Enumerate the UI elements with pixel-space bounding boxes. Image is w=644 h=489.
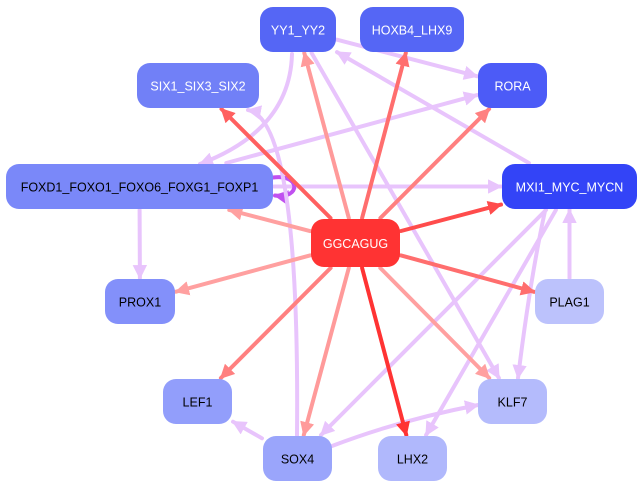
node-klf7[interactable]: KLF7 <box>478 379 547 424</box>
edge-ggcagug-to-six1_six3_six2 <box>219 107 333 220</box>
node-label: YY1_YY2 <box>271 24 325 38</box>
node-mxi1-myc-mycn[interactable]: MXI1_MYC_MYCN <box>502 164 637 209</box>
node-prox1[interactable]: PROX1 <box>105 279 175 324</box>
node-box[interactable] <box>311 219 400 267</box>
edge-mxi1_myc_mycn-to-lhx2 <box>424 208 558 437</box>
edge-foxd1_foxo1_foxo6_foxg1_foxp1-to-rora <box>224 91 479 165</box>
node-sox4[interactable]: SOX4 <box>263 436 332 481</box>
node-label: FOXD1_FOXO1_FOXO6_FOXG1_FOXP1 <box>21 181 259 195</box>
node-lef1[interactable]: LEF1 <box>163 379 232 424</box>
node-lhx2[interactable]: LHX2 <box>378 436 447 481</box>
node-box[interactable] <box>163 379 232 424</box>
edge-yy1_yy2-to-klf7 <box>309 51 501 380</box>
edge-ggcagug-to-yy1_yy2 <box>300 51 351 220</box>
node-label: GGCAGUG <box>323 237 388 251</box>
edge-foxd1_foxo1_foxo6_foxg1_foxp1-to-foxd1_foxo1_foxo6_foxg1_foxp1 <box>271 175 297 205</box>
node-label: HOXB4_LHX9 <box>372 24 453 38</box>
node-box[interactable] <box>263 436 332 481</box>
node-hoxb4-lhx9[interactable]: HOXB4_LHX9 <box>360 7 464 52</box>
node-label: PROX1 <box>119 296 161 310</box>
node-label: LHX2 <box>397 453 428 467</box>
node-box[interactable] <box>378 436 447 481</box>
node-foxd1-foxo1-foxo6-foxg1-foxp1[interactable]: FOXD1_FOXO1_FOXO6_FOXG1_FOXP1 <box>6 164 273 209</box>
edge-ggcagug-to-prox1 <box>174 253 312 296</box>
node-box[interactable] <box>137 63 259 108</box>
edge-ggcagug-to-plag1 <box>399 253 536 296</box>
node-label: MXI1_MYC_MYCN <box>516 181 624 195</box>
node-box[interactable] <box>360 7 464 52</box>
node-box[interactable] <box>6 164 273 209</box>
node-rora[interactable]: RORA <box>478 63 547 108</box>
node-label: LEF1 <box>183 396 213 410</box>
edge-ggcagug-to-foxd1_foxo1_foxo6_foxg1_foxp1 <box>227 206 312 234</box>
edge-ggcagug-to-rora <box>378 107 492 220</box>
node-label: RORA <box>494 80 531 94</box>
edge-layer <box>132 37 577 448</box>
node-box[interactable] <box>478 379 547 424</box>
node-box[interactable] <box>478 63 547 108</box>
edge-sox4-to-lef1 <box>231 419 264 441</box>
node-label: PLAG1 <box>549 296 589 310</box>
node-label: SIX1_SIX3_SIX2 <box>150 80 245 94</box>
node-box[interactable] <box>260 7 336 52</box>
node-ggcagug[interactable]: GGCAGUG <box>311 219 400 267</box>
edge-ggcagug-to-hoxb4_lhx9 <box>360 51 410 220</box>
edge-ggcagug-to-sox4 <box>300 266 351 437</box>
edge-sox4-to-six1_six3_six2 <box>246 105 300 438</box>
node-label: KLF7 <box>498 396 528 410</box>
edge-ggcagug-to-klf7 <box>378 266 492 380</box>
edge-ggcagug-to-lef1 <box>218 266 333 380</box>
node-label: SOX4 <box>281 453 314 467</box>
node-yy1-yy2[interactable]: YY1_YY2 <box>260 7 336 52</box>
node-plag1[interactable]: PLAG1 <box>535 279 604 324</box>
edge-ggcagug-to-mxi1_myc_mycn <box>399 200 503 233</box>
node-six1-six3-six2[interactable]: SIX1_SIX3_SIX2 <box>137 63 259 108</box>
node-box[interactable] <box>502 164 637 209</box>
node-box[interactable] <box>535 279 604 324</box>
node-box[interactable] <box>105 279 175 324</box>
edge-ggcagug-to-lhx2 <box>360 266 410 437</box>
edge-yy1_yy2-to-foxd1_foxo1_foxo6_foxg1_foxp1 <box>198 52 294 167</box>
